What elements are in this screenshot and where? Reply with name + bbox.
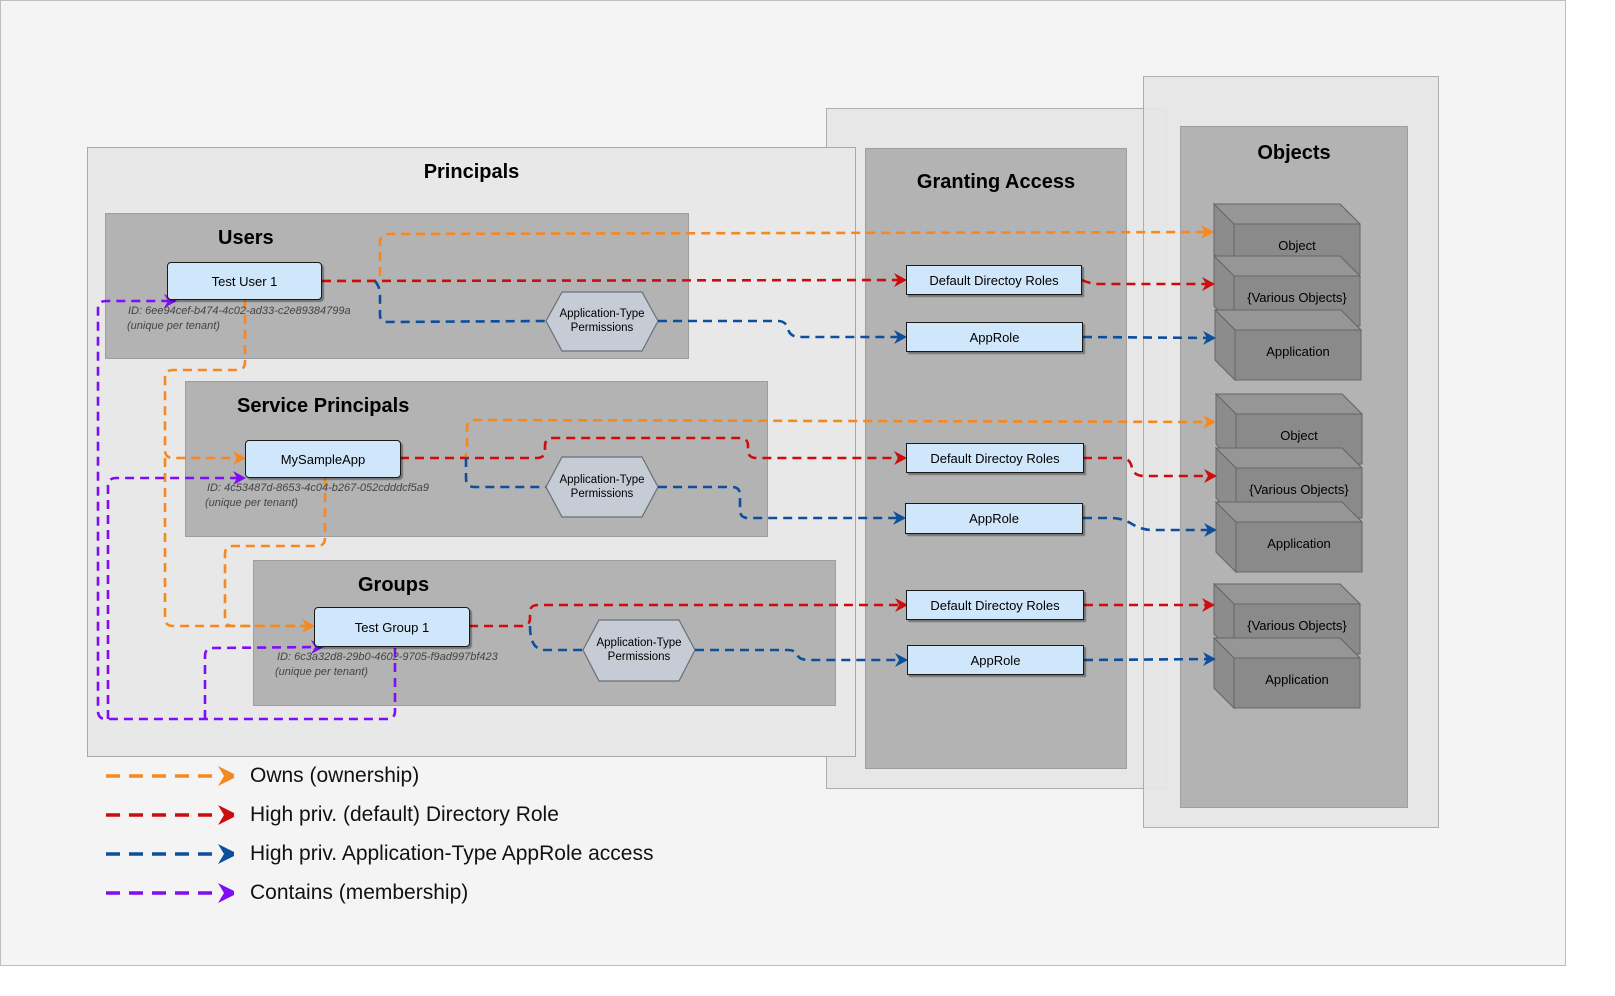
approle-line (464, 458, 546, 489)
owns-line (223, 478, 327, 628)
approle-line (528, 625, 583, 652)
various-objects-label: {Various Objects} (1247, 618, 1347, 633)
directory-role-line (1083, 456, 1217, 483)
test-group-id: ID: 6c3a32d8-29b0-4602-9705-f9ad997bf423 (277, 651, 498, 663)
approle-line (658, 485, 906, 525)
test-user-node[interactable]: Test User 1 (167, 262, 322, 300)
legend-item-approle: High priv. Application-Type AppRole acce… (104, 839, 654, 869)
test-group-note: (unique per tenant) (275, 666, 368, 678)
legend-swatch-contains (106, 883, 234, 903)
approle-line (1083, 652, 1216, 667)
approle-node[interactable]: AppRole (906, 322, 1083, 352)
app-permissions-line2: Permissions (570, 322, 634, 334)
principals-title: Principals (423, 161, 520, 183)
legend-swatch-directory-role (106, 805, 234, 825)
app-permissions-line1: Application-Type (596, 637, 682, 649)
approle-node[interactable]: AppRole (907, 645, 1084, 675)
granting-access-title: Granting Access (916, 171, 1076, 193)
app-permissions-label: Application-Type Permissions (546, 307, 658, 335)
app-permissions-line1: Application-Type (559, 308, 645, 320)
legend-label: High priv. Application-Type AppRole acce… (250, 842, 654, 865)
app-permissions-hexagon-groups (582, 619, 696, 682)
application-label: Application (1267, 536, 1331, 551)
application-label: Application (1266, 344, 1330, 359)
directory-role-line (469, 598, 908, 628)
my-sample-app-id: ID: 4c53487d-8653-4c04-b267-052cdddcf5a9 (207, 482, 429, 494)
object-label: Object (1278, 238, 1316, 253)
various-objects-label: {Various Objects} (1247, 290, 1347, 305)
application-label: Application (1265, 672, 1329, 687)
app-permissions-label: Application-Type Permissions (583, 636, 695, 664)
legend-item-owns: Owns (ownership) (104, 761, 419, 791)
objects-title: Objects (1257, 142, 1331, 164)
app-permissions-label: Application-Type Permissions (546, 473, 658, 501)
app-permissions-hexagon-users (545, 291, 659, 352)
default-directory-roles-node[interactable]: Default Directoy Roles (906, 265, 1082, 295)
directory-role-line (400, 436, 907, 465)
users-title: Users (218, 227, 274, 249)
approle-line (695, 648, 908, 667)
test-user-note: (unique per tenant) (127, 320, 220, 332)
test-user-id: ID: 6ee94cef-b474-4c02-ad33-c2e89384799a (128, 305, 351, 317)
legend-label: Contains (membership) (250, 881, 469, 904)
various-objects-label: {Various Objects} (1249, 482, 1349, 497)
contains-line (106, 471, 246, 719)
object-label: Object (1280, 428, 1318, 443)
legend-item-directory-role: High priv. (default) Directory Role (104, 800, 559, 830)
approle-line (1083, 516, 1217, 537)
legend-label: Owns (ownership) (250, 764, 420, 787)
service-principals-title: Service Principals (237, 395, 410, 417)
test-group-node[interactable]: Test Group 1 (314, 607, 470, 647)
legend-swatch-owns (106, 766, 234, 786)
my-sample-app-node[interactable]: MySampleApp (245, 440, 401, 478)
legend-swatch-approle (106, 844, 234, 864)
app-permissions-line2: Permissions (570, 488, 634, 500)
approle-node[interactable]: AppRole (905, 503, 1083, 534)
legend-label: High priv. (default) Directory Role (250, 803, 559, 826)
default-directory-roles-node[interactable]: Default Directoy Roles (906, 443, 1084, 473)
directory-role-line (321, 273, 907, 288)
owns-line (400, 414, 1216, 460)
directory-role-line (1081, 277, 1215, 291)
contains-line (96, 294, 397, 721)
groups-title: Groups (358, 574, 430, 596)
legend-item-contains: Contains (membership) (104, 878, 468, 908)
owns-line (163, 458, 315, 633)
app-permissions-line1: Application-Type (559, 474, 645, 486)
app-permissions-line2: Permissions (607, 651, 671, 663)
contains-line (203, 640, 324, 719)
owns-line (163, 300, 247, 465)
approle-line (658, 319, 907, 344)
my-sample-app-note: (unique per tenant) (205, 497, 298, 509)
approle-line (373, 280, 547, 324)
approle-line (1082, 330, 1216, 345)
default-directory-roles-node[interactable]: Default Directoy Roles (906, 590, 1084, 620)
